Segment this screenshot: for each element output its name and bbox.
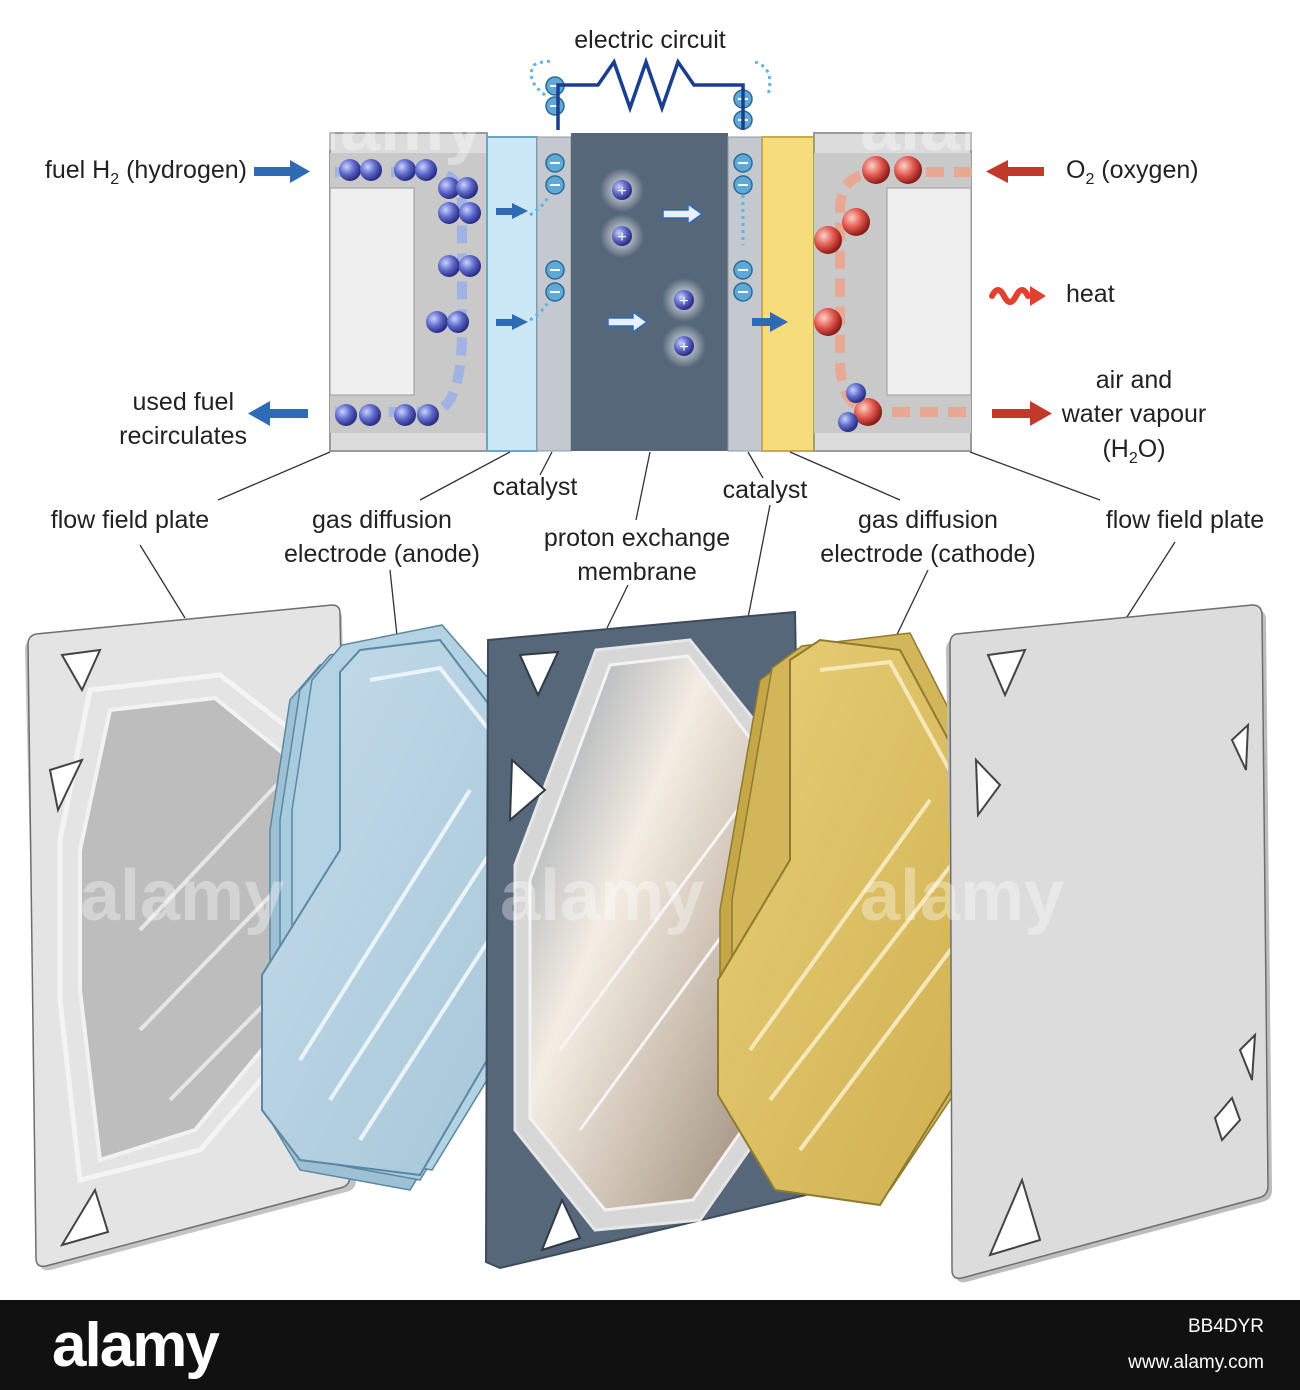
air-water-label-line1: air and (1096, 366, 1172, 394)
svg-text:alamy: alamy (500, 856, 704, 936)
heat-arrowhead (1030, 286, 1046, 306)
svg-text:alamy: alamy (80, 856, 284, 936)
flow-field-plate-right-label: flow field plate (1106, 506, 1264, 534)
svg-text:alamy: alamy (860, 86, 1064, 166)
circuit-wire (558, 62, 743, 130)
used-fuel-label-line1: used fuel (133, 388, 234, 416)
right-flow-plate-rib (887, 188, 971, 395)
left-flow-plate-rib (330, 188, 414, 395)
catalyst-left-label: catalyst (493, 473, 578, 501)
svg-text:+: + (617, 229, 626, 246)
footer-url[interactable]: www.alamy.com (1128, 1352, 1264, 1374)
pem-label-line2: membrane (577, 558, 697, 586)
image-id: BB4DYR (1188, 1316, 1264, 1338)
anode-gdl-section (487, 137, 537, 451)
cathode-gdl-section (762, 137, 814, 451)
gdl-cathode-label-line2: electrode (cathode) (820, 540, 1035, 568)
gdl-cathode-label-line1: gas diffusion (858, 506, 998, 534)
oxygen-label: O2 (oxygen) (1066, 156, 1199, 188)
water-out-arrow (992, 401, 1052, 426)
right-flow-field-plate (946, 605, 1272, 1282)
flow-field-plate-left-label: flow field plate (51, 506, 209, 534)
svg-text:alamy: alamy (860, 856, 1064, 936)
used-fuel-label-line2: recirculates (119, 422, 247, 450)
h2o-label: (H2O) (1102, 435, 1165, 467)
fuel-hydrogen-label: fuel H2 (hydrogen) (45, 156, 247, 188)
fuel-cell-diagram: + + + + (0, 0, 1300, 1300)
alamy-logo: alamy (52, 1310, 218, 1381)
watermark-footer: alamy BB4DYR www.alamy.com (0, 1300, 1300, 1390)
pem-label-line1: proton exchange (544, 524, 730, 552)
heat-icon (992, 290, 1028, 302)
electric-circuit-label: electric circuit (574, 26, 725, 54)
svg-text:+: + (679, 339, 688, 356)
svg-text:alamy: alamy (280, 86, 484, 166)
gdl-anode-label-line1: gas diffusion (312, 506, 452, 534)
gdl-anode-label-line2: electrode (anode) (284, 540, 480, 568)
svg-text:+: + (679, 293, 688, 310)
catalyst-right-label: catalyst (723, 476, 808, 504)
svg-text:+: + (617, 183, 626, 200)
air-water-label-line2: water vapour (1061, 400, 1207, 428)
used-fuel-out-arrow (248, 401, 308, 426)
heat-label: heat (1066, 280, 1115, 308)
